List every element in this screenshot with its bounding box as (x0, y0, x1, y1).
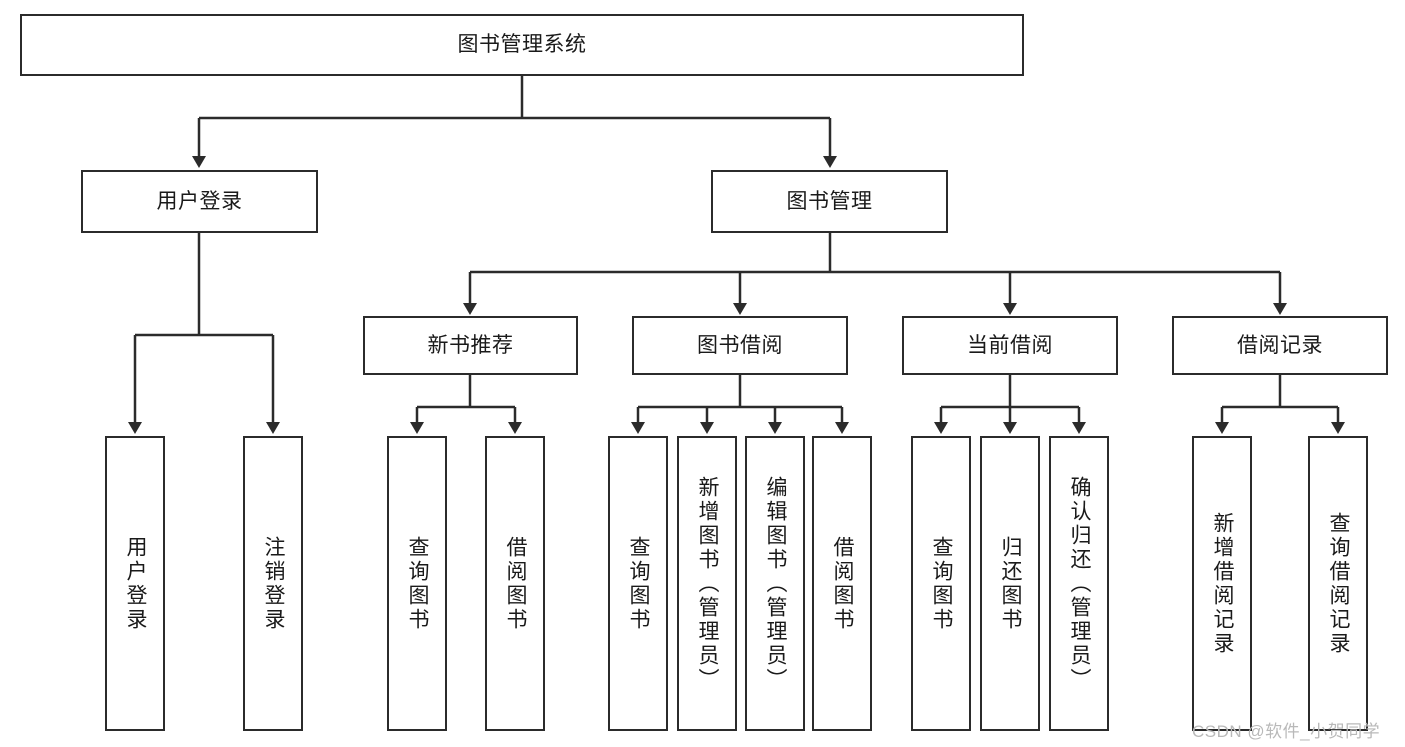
node-label: 新书推荐 (427, 333, 514, 357)
node-label: 编辑图书（管理员） (764, 475, 788, 692)
node-label: 注销登录 (262, 535, 286, 632)
node-new-book-recommend[interactable]: 新书推荐 (363, 316, 578, 375)
leaf-user-login-logout[interactable]: 注销登录 (243, 436, 303, 731)
node-user-login[interactable]: 用户登录 (81, 170, 318, 233)
node-current-borrow[interactable]: 当前借阅 (902, 316, 1118, 375)
leaf-book-borrow-borrow[interactable]: 借阅图书 (812, 436, 872, 731)
node-label: 借阅图书 (831, 535, 855, 632)
node-label: 借阅图书 (504, 535, 528, 632)
leaf-user-login-login[interactable]: 用户登录 (105, 436, 165, 731)
leaf-current-borrow-confirm-return[interactable]: 确认归还（管理员） (1049, 436, 1109, 731)
node-label: 新增图书（管理员） (696, 475, 720, 692)
node-label: 确认归还（管理员） (1068, 475, 1092, 692)
node-borrow-records[interactable]: 借阅记录 (1172, 316, 1388, 375)
leaf-current-borrow-query[interactable]: 查询图书 (911, 436, 971, 731)
node-label: 查询图书 (406, 535, 430, 632)
node-label: 图书管理系统 (457, 33, 587, 57)
node-label: 查询图书 (627, 535, 651, 632)
leaf-records-query[interactable]: 查询借阅记录 (1308, 436, 1368, 731)
node-label: 查询借阅记录 (1327, 511, 1351, 656)
leaf-records-add[interactable]: 新增借阅记录 (1192, 436, 1252, 731)
node-root-system[interactable]: 图书管理系统 (20, 14, 1024, 76)
leaf-book-borrow-query[interactable]: 查询图书 (608, 436, 668, 731)
node-label: 当前借阅 (967, 333, 1053, 357)
leaf-book-borrow-add[interactable]: 新增图书（管理员） (677, 436, 737, 731)
node-label: 图书管理 (786, 189, 873, 213)
leaf-book-borrow-edit[interactable]: 编辑图书（管理员） (745, 436, 805, 731)
leaf-current-borrow-return[interactable]: 归还图书 (980, 436, 1040, 731)
node-label: 归还图书 (999, 535, 1023, 632)
node-book-borrow[interactable]: 图书借阅 (632, 316, 848, 375)
node-label: 查询图书 (930, 535, 954, 632)
node-book-management[interactable]: 图书管理 (711, 170, 948, 233)
node-label: 用户登录 (124, 535, 148, 632)
node-label: 图书借阅 (697, 333, 783, 357)
leaf-new-book-borrow[interactable]: 借阅图书 (485, 436, 545, 731)
leaf-new-book-query[interactable]: 查询图书 (387, 436, 447, 731)
node-label: 借阅记录 (1237, 333, 1323, 357)
node-label: 用户登录 (156, 189, 243, 213)
node-label: 新增借阅记录 (1211, 511, 1235, 656)
